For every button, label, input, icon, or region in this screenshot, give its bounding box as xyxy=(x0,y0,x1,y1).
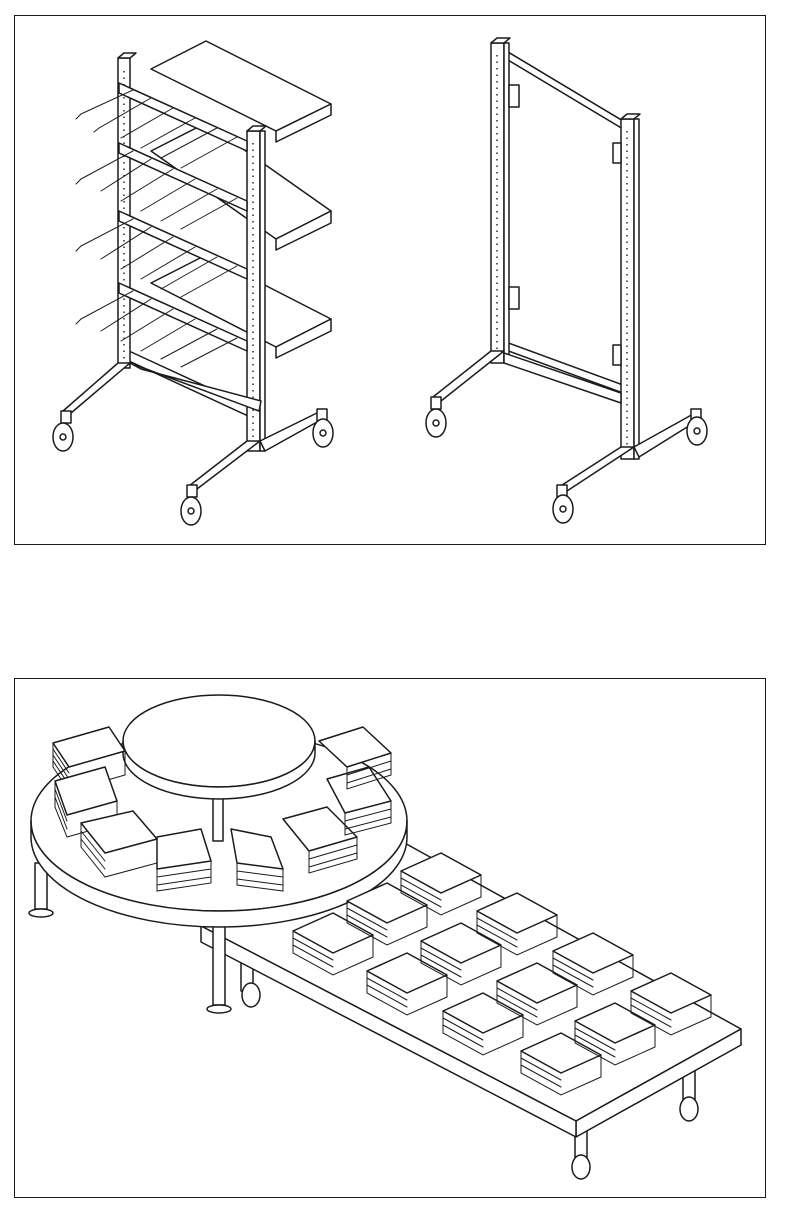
rect-table-stacks xyxy=(292,852,712,1096)
caster-6 xyxy=(686,408,708,446)
hook-bar-4 xyxy=(75,282,248,368)
stack-rect-11 xyxy=(574,1002,656,1066)
fixtures-illustration-panel xyxy=(14,15,766,545)
stack-round-6 xyxy=(282,806,358,874)
leg-left-front xyxy=(62,362,131,414)
caster-1 xyxy=(52,410,74,452)
tables-drawing xyxy=(28,694,742,1180)
stack-round-2 xyxy=(54,766,118,838)
caster-2 xyxy=(180,484,202,526)
stack-rect-7 xyxy=(442,992,524,1056)
caster-4 xyxy=(425,396,447,438)
stack-round-5 xyxy=(230,828,284,892)
stack-rect-8 xyxy=(496,962,578,1026)
stack-rect-10 xyxy=(520,1032,602,1096)
frame-leg-right xyxy=(558,446,635,492)
caster-5 xyxy=(552,484,574,524)
frame-leg-left xyxy=(432,350,505,402)
stack-rect-4 xyxy=(366,952,448,1016)
hook-bar-1 xyxy=(75,82,248,169)
stack-rect-3 xyxy=(400,852,482,916)
stack-rect-5 xyxy=(420,922,502,986)
stack-round-7 xyxy=(326,766,392,836)
leg-right-front xyxy=(188,440,261,490)
fixtures-drawing xyxy=(52,37,708,526)
hook-bar-2 xyxy=(75,142,248,230)
shelving-unit xyxy=(52,40,334,526)
tables-illustration-panel xyxy=(14,678,766,1198)
panel-frame-unit xyxy=(425,37,708,524)
stack-rect-9 xyxy=(552,932,634,996)
stack-round-8 xyxy=(318,726,392,790)
stack-rect-2 xyxy=(346,882,428,946)
hook-bar-3 xyxy=(75,210,248,298)
glass-panel xyxy=(502,48,624,392)
stack-round-3 xyxy=(80,810,158,878)
stack-rect-6 xyxy=(476,892,558,956)
stack-rect-12 xyxy=(630,972,712,1036)
stack-rect-1 xyxy=(292,912,374,976)
round-table xyxy=(28,694,408,1014)
stack-round-4 xyxy=(156,828,212,892)
caster-3 xyxy=(312,408,334,448)
